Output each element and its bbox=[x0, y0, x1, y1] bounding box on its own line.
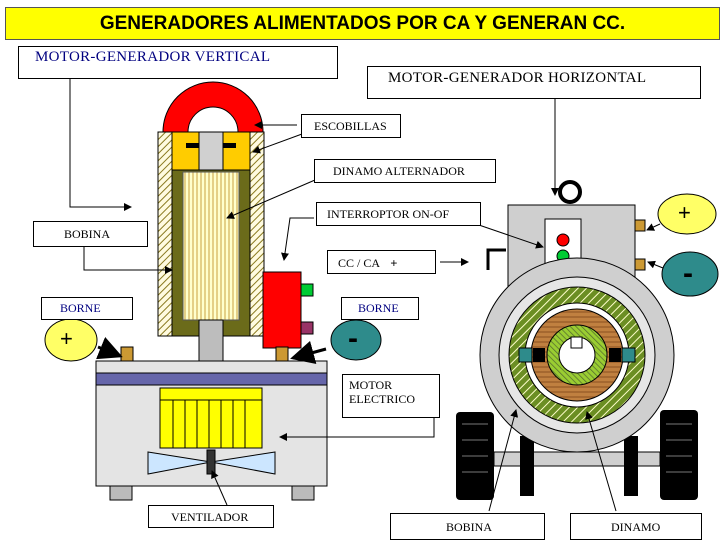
shaft bbox=[198, 319, 224, 365]
motor-rotor bbox=[159, 387, 263, 449]
leader-lines bbox=[69, 78, 664, 512]
label-horizontal: MOTOR-GENERADOR HORIZONTAL bbox=[367, 66, 701, 99]
dinamo-armature bbox=[182, 171, 240, 321]
label-cc-ca: CC / CA + bbox=[327, 250, 436, 274]
fan bbox=[147, 449, 276, 475]
label-escobillas: ESCOBILLAS bbox=[301, 114, 401, 138]
label-bobina-left: BOBINA bbox=[33, 221, 148, 247]
negative-terminal-left bbox=[330, 319, 382, 361]
minus-sign-left: - bbox=[348, 322, 358, 355]
vertical-generator bbox=[44, 81, 382, 501]
label-cc-ca-text: CC / CA bbox=[338, 256, 380, 270]
label-bobina-bottom: BOBINA bbox=[390, 513, 545, 540]
label-cc-ca-plus: + bbox=[390, 256, 398, 270]
label-borne-left: BORNE bbox=[41, 297, 133, 320]
plus-sign-right: + bbox=[678, 200, 691, 225]
page-title: GENERADORES ALIMENTADOS POR CA Y GENERAN… bbox=[5, 7, 720, 40]
label-vertical: MOTOR-GENERADOR VERTICAL bbox=[18, 46, 338, 79]
label-motor-line2: ELECTRICO bbox=[349, 392, 415, 406]
label-ventilador: VENTILADOR bbox=[148, 505, 274, 528]
label-dinamo-alternador: DINAMO ALTERNADOR bbox=[314, 159, 496, 183]
label-interruptor: INTERROPTOR ON-OF bbox=[316, 202, 481, 226]
horseshoe-magnet bbox=[162, 81, 264, 133]
negative-terminal-right bbox=[661, 251, 719, 297]
label-dinamo: DINAMO bbox=[570, 513, 702, 540]
plus-sign-left: + bbox=[60, 326, 73, 351]
label-borne-right: BORNE bbox=[341, 297, 419, 320]
horizontal-generator bbox=[456, 180, 719, 500]
minus-sign-right: - bbox=[683, 257, 693, 290]
label-borne-right-text: BORNE bbox=[358, 301, 399, 315]
label-motor-electrico: MOTOR ELECTRICO bbox=[342, 374, 440, 418]
positive-terminal-right bbox=[657, 193, 717, 235]
label-motor-line1: MOTOR bbox=[349, 378, 393, 392]
interruptor-box bbox=[262, 271, 302, 349]
